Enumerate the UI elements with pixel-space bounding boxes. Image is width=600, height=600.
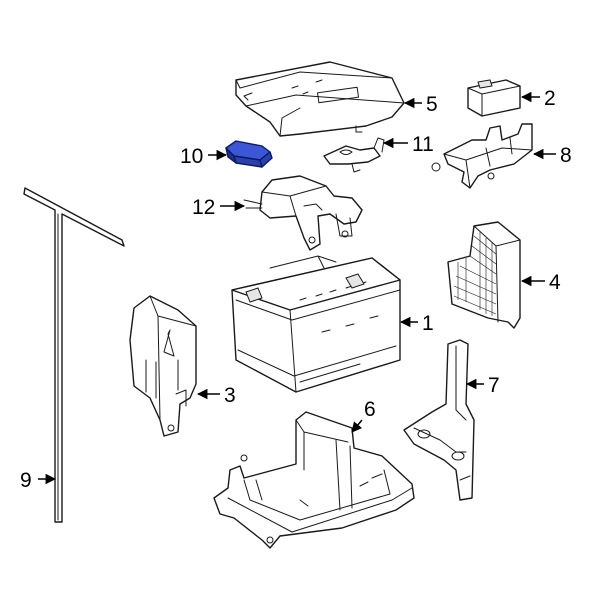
callout-12[interactable]: 12 [192, 196, 215, 219]
callout-9[interactable]: 9 [20, 469, 32, 492]
callout-5[interactable]: 5 [426, 93, 438, 116]
leader-lines [38, 91, 556, 485]
positive-terminal-box-part[interactable] [243, 175, 363, 251]
callout-1[interactable]: 1 [422, 312, 434, 335]
negative-cable-clamp-part[interactable] [323, 137, 385, 173]
callout-6[interactable]: 6 [364, 398, 376, 421]
insulation-cover-part[interactable] [447, 221, 521, 329]
vent-hose-part[interactable] [23, 187, 125, 523]
small-fuse-box-part[interactable] [467, 79, 521, 117]
side-bracket-part[interactable] [129, 295, 197, 437]
callout-2[interactable]: 2 [544, 87, 556, 110]
callout-7[interactable]: 7 [488, 374, 500, 397]
tray-support-bracket-part[interactable] [403, 339, 475, 501]
battery-part[interactable] [231, 255, 401, 393]
terminal-cover-part-highlighted[interactable] [225, 140, 273, 168]
mount-bracket-part[interactable] [431, 123, 533, 189]
callout-4[interactable]: 4 [549, 271, 561, 294]
callout-10[interactable]: 10 [180, 145, 203, 168]
leader-6 [351, 419, 363, 433]
callout-8[interactable]: 8 [560, 144, 572, 167]
callout-labels: 1 2 3 4 5 6 7 8 9 10 11 12 [20, 87, 572, 492]
battery-tray-part[interactable] [213, 411, 415, 549]
callout-3[interactable]: 3 [224, 384, 236, 407]
battery-cover-part[interactable] [235, 61, 405, 137]
callout-11[interactable]: 11 [412, 133, 434, 156]
